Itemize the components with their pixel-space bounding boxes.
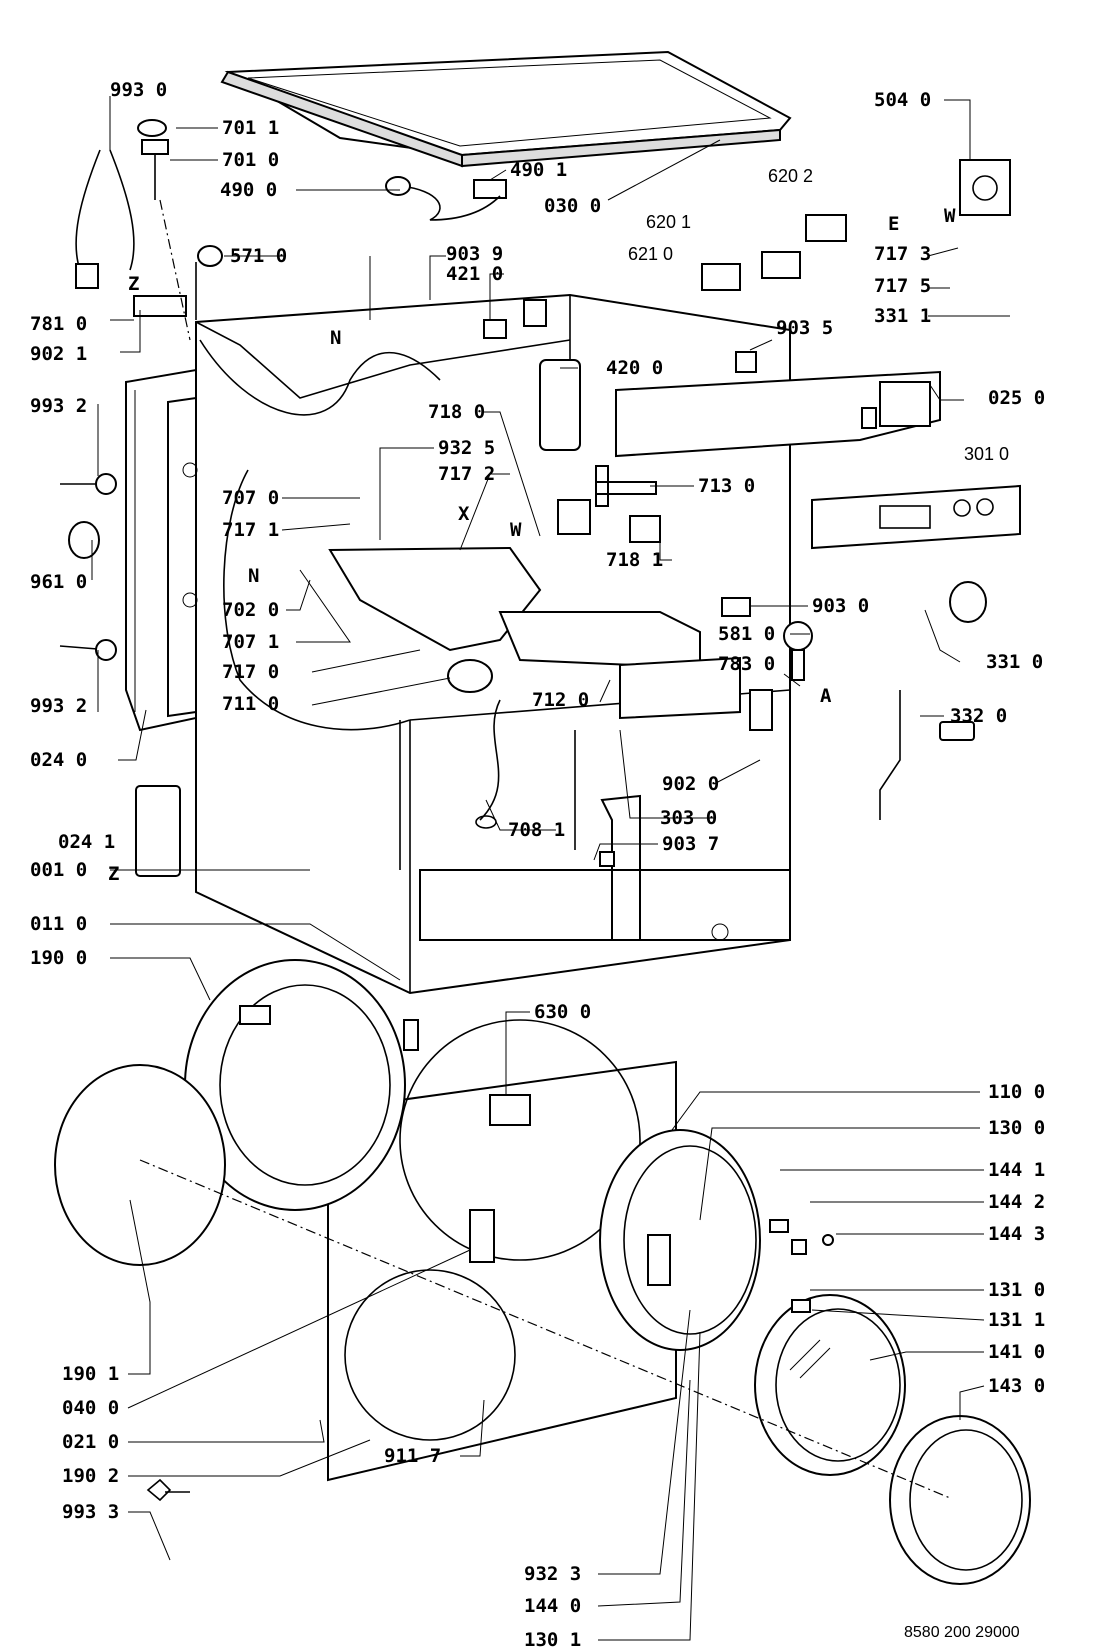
- label-932-5: 932 5: [438, 437, 495, 459]
- label-021-0: 021 0: [62, 1431, 119, 1453]
- label-131-0: 131 0: [988, 1279, 1045, 1301]
- dispenser-part: [328, 546, 741, 829]
- label-141-0: 141 0: [988, 1341, 1045, 1363]
- label-420-0: 420 0: [606, 357, 663, 379]
- label-781-0: 781 0: [30, 313, 87, 335]
- label-490-1: 490 1: [510, 159, 567, 181]
- label-701-0: 701 0: [222, 149, 279, 171]
- label-490-0: 490 0: [220, 179, 277, 201]
- label-303-0: 303 0: [660, 807, 717, 829]
- label-718-0: 718 0: [428, 401, 485, 423]
- label-024-0: 024 0: [30, 749, 87, 771]
- label-190-2: 190 2: [62, 1465, 119, 1487]
- part-labels: 993 0 701 1 701 0 490 1 490 0 030 0 571 …: [30, 79, 1045, 1647]
- label-707-0: 707 0: [222, 487, 279, 509]
- letter-a: A: [820, 685, 832, 707]
- label-011-0: 011 0: [30, 913, 87, 935]
- label-331-0: 331 0: [986, 651, 1043, 673]
- label-961-0: 961 0: [30, 571, 87, 593]
- letter-w-top: W: [944, 205, 956, 227]
- reference-code: 8580 200 29000: [904, 1624, 1020, 1641]
- label-030-0: 030 0: [544, 195, 601, 217]
- label-717-1: 717 1: [222, 519, 279, 541]
- label-421-0: 421 0: [446, 263, 503, 285]
- label-110-0: 110 0: [988, 1081, 1045, 1103]
- control-panel-part: [615, 370, 1021, 550]
- label-783-0: 783 0: [718, 653, 775, 675]
- label-717-3: 717 3: [874, 243, 931, 265]
- label-903-7: 903 7: [662, 833, 719, 855]
- label-903-0: 903 0: [812, 595, 869, 617]
- label-190-1: 190 1: [62, 1363, 119, 1385]
- label-717-0: 717 0: [222, 661, 279, 683]
- label-001-0: 001 0: [30, 859, 87, 881]
- label-131-1: 131 1: [988, 1309, 1045, 1331]
- leader-lines: [91, 96, 1010, 1641]
- label-301-0: 301 0: [964, 444, 1009, 464]
- side-panel-part: [125, 368, 198, 732]
- label-630-0: 630 0: [534, 1001, 591, 1023]
- label-144-0: 144 0: [524, 1595, 581, 1617]
- label-903-9: 903 9: [446, 243, 503, 265]
- label-701-1: 701 1: [222, 117, 279, 139]
- label-144-2: 144 2: [988, 1191, 1045, 1213]
- letter-z-mid: Z: [108, 863, 119, 885]
- drum-front-part: [54, 959, 406, 1266]
- label-190-0: 190 0: [30, 947, 87, 969]
- label-130-0: 130 0: [988, 1117, 1045, 1139]
- label-504-0: 504 0: [874, 89, 931, 111]
- letter-z-top: Z: [128, 273, 139, 295]
- label-718-1: 718 1: [606, 549, 663, 571]
- label-620-1: 620 1: [646, 212, 691, 232]
- label-711-0: 711 0: [222, 693, 279, 715]
- small-parts: [59, 119, 1011, 1502]
- label-932-3: 932 3: [524, 1563, 581, 1585]
- top-lid-part: [220, 50, 792, 168]
- label-130-1: 130 1: [524, 1629, 581, 1647]
- label-993-2a: 993 2: [30, 395, 87, 417]
- label-024-1: 024 1: [58, 831, 115, 853]
- axis-lines: [139, 199, 951, 1499]
- label-902-1: 902 1: [30, 343, 87, 365]
- label-993-3: 993 3: [62, 1501, 119, 1523]
- letter-x: X: [458, 503, 470, 525]
- letter-n-mid: N: [248, 565, 259, 587]
- label-993-0: 993 0: [110, 79, 167, 101]
- label-331-1: 331 1: [874, 305, 931, 327]
- label-708-1: 708 1: [508, 819, 565, 841]
- label-903-5: 903 5: [776, 317, 833, 339]
- label-902-0: 902 0: [662, 773, 719, 795]
- label-040-0: 040 0: [62, 1397, 119, 1419]
- letter-n-top: N: [330, 327, 341, 349]
- label-144-1: 144 1: [988, 1159, 1045, 1181]
- label-143-0: 143 0: [988, 1375, 1045, 1397]
- label-717-5: 717 5: [874, 275, 931, 297]
- label-025-0: 025 0: [988, 387, 1045, 409]
- label-712-0: 712 0: [532, 689, 589, 711]
- letter-w-mid: W: [510, 519, 522, 541]
- door-rings-part: [599, 1129, 1031, 1585]
- label-713-0: 713 0: [698, 475, 755, 497]
- label-717-2: 717 2: [438, 463, 495, 485]
- letter-e: E: [888, 213, 899, 235]
- front-panel-part: [327, 1019, 677, 1482]
- label-993-2b: 993 2: [30, 695, 87, 717]
- label-144-3: 144 3: [988, 1223, 1045, 1245]
- label-707-1: 707 1: [222, 631, 279, 653]
- label-332-0: 332 0: [950, 705, 1007, 727]
- label-620-2: 620 2: [768, 166, 813, 186]
- label-911-7: 911 7: [384, 1445, 441, 1467]
- label-571-0: 571 0: [230, 245, 287, 267]
- label-702-0: 702 0: [222, 599, 279, 621]
- label-581-0: 581 0: [718, 623, 775, 645]
- label-621-0: 621 0: [628, 244, 673, 264]
